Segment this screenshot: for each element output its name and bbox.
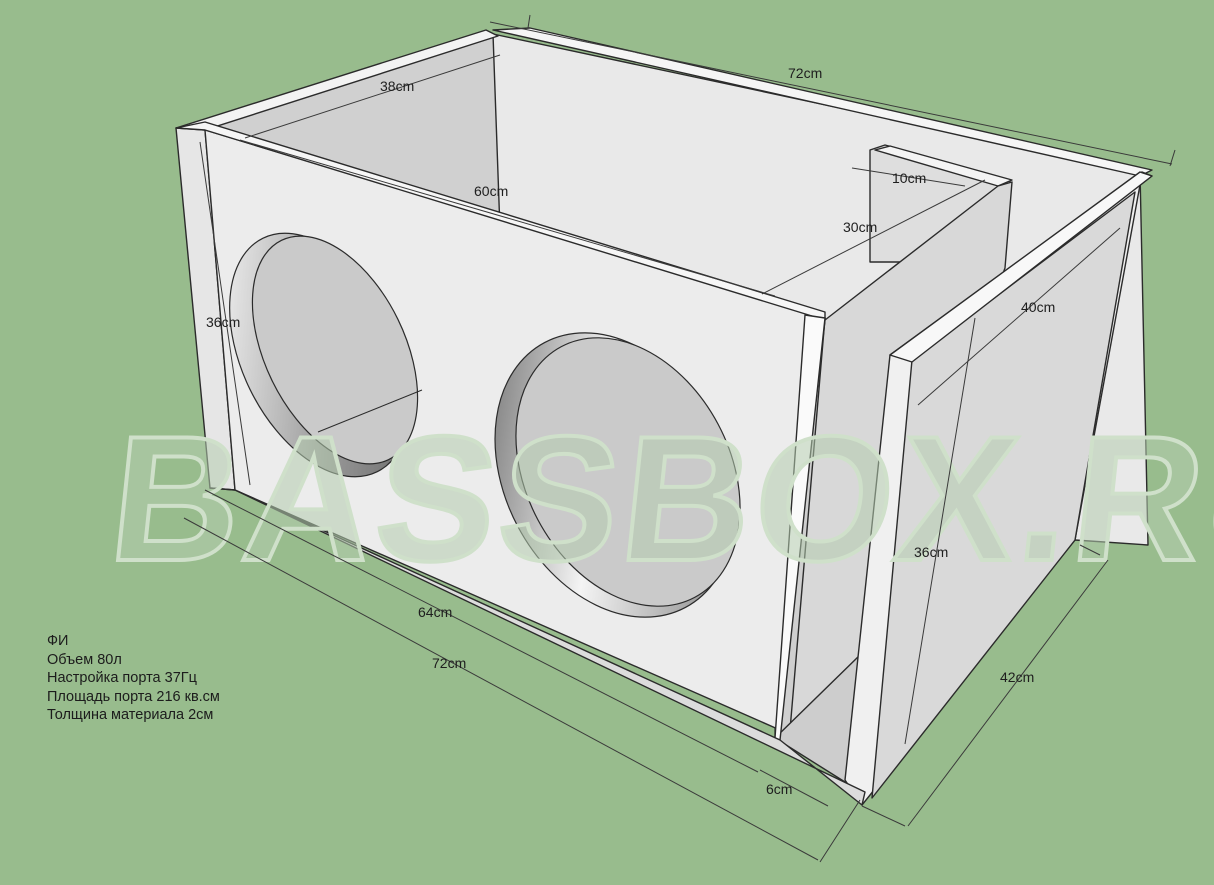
dim-bottom-length: 72cm xyxy=(432,655,466,671)
dim-port-width: 10cm xyxy=(892,170,926,186)
speaker-hole-right xyxy=(494,332,741,618)
watermark: BASSBOX.RU xyxy=(102,398,1214,597)
speaker-hole-left xyxy=(229,232,423,478)
spec-tuning: Настройка порта 37Гц xyxy=(47,670,197,686)
dim-port-length: 30cm xyxy=(843,219,877,235)
dim-top-length: 72cm xyxy=(788,65,822,81)
dim-side-height: 36cm xyxy=(914,544,948,560)
back-wall-top xyxy=(492,27,1153,177)
spec-type: ФИ xyxy=(47,633,69,649)
dim-inner-depth-top: 38cm xyxy=(380,78,414,94)
dim-bottom-depth: 42cm xyxy=(1000,669,1034,685)
spec-thickness: Толщина материала 2см xyxy=(47,707,214,723)
spec-volume: Объем 80л xyxy=(47,651,122,668)
dim-inner-length-top: 60cm xyxy=(474,183,508,199)
dim-front-height: 36cm xyxy=(206,314,240,330)
right-panel-inner xyxy=(871,191,1136,799)
port-partition-top xyxy=(874,145,1013,187)
dim-front-inner-length: 64cm xyxy=(418,604,452,620)
spec-port-area: Площадь порта 216 кв.см xyxy=(47,688,220,705)
bottom-plate xyxy=(209,487,866,806)
dim-side-depth: 40cm xyxy=(1021,299,1055,315)
dim-port-opening: 6cm xyxy=(766,781,792,797)
front-baffle-top xyxy=(175,121,826,321)
box-specs: ФИ Объем 80л Настройка порта 37Гц Площад… xyxy=(47,632,220,725)
right-panel-top-rim xyxy=(889,171,1153,363)
